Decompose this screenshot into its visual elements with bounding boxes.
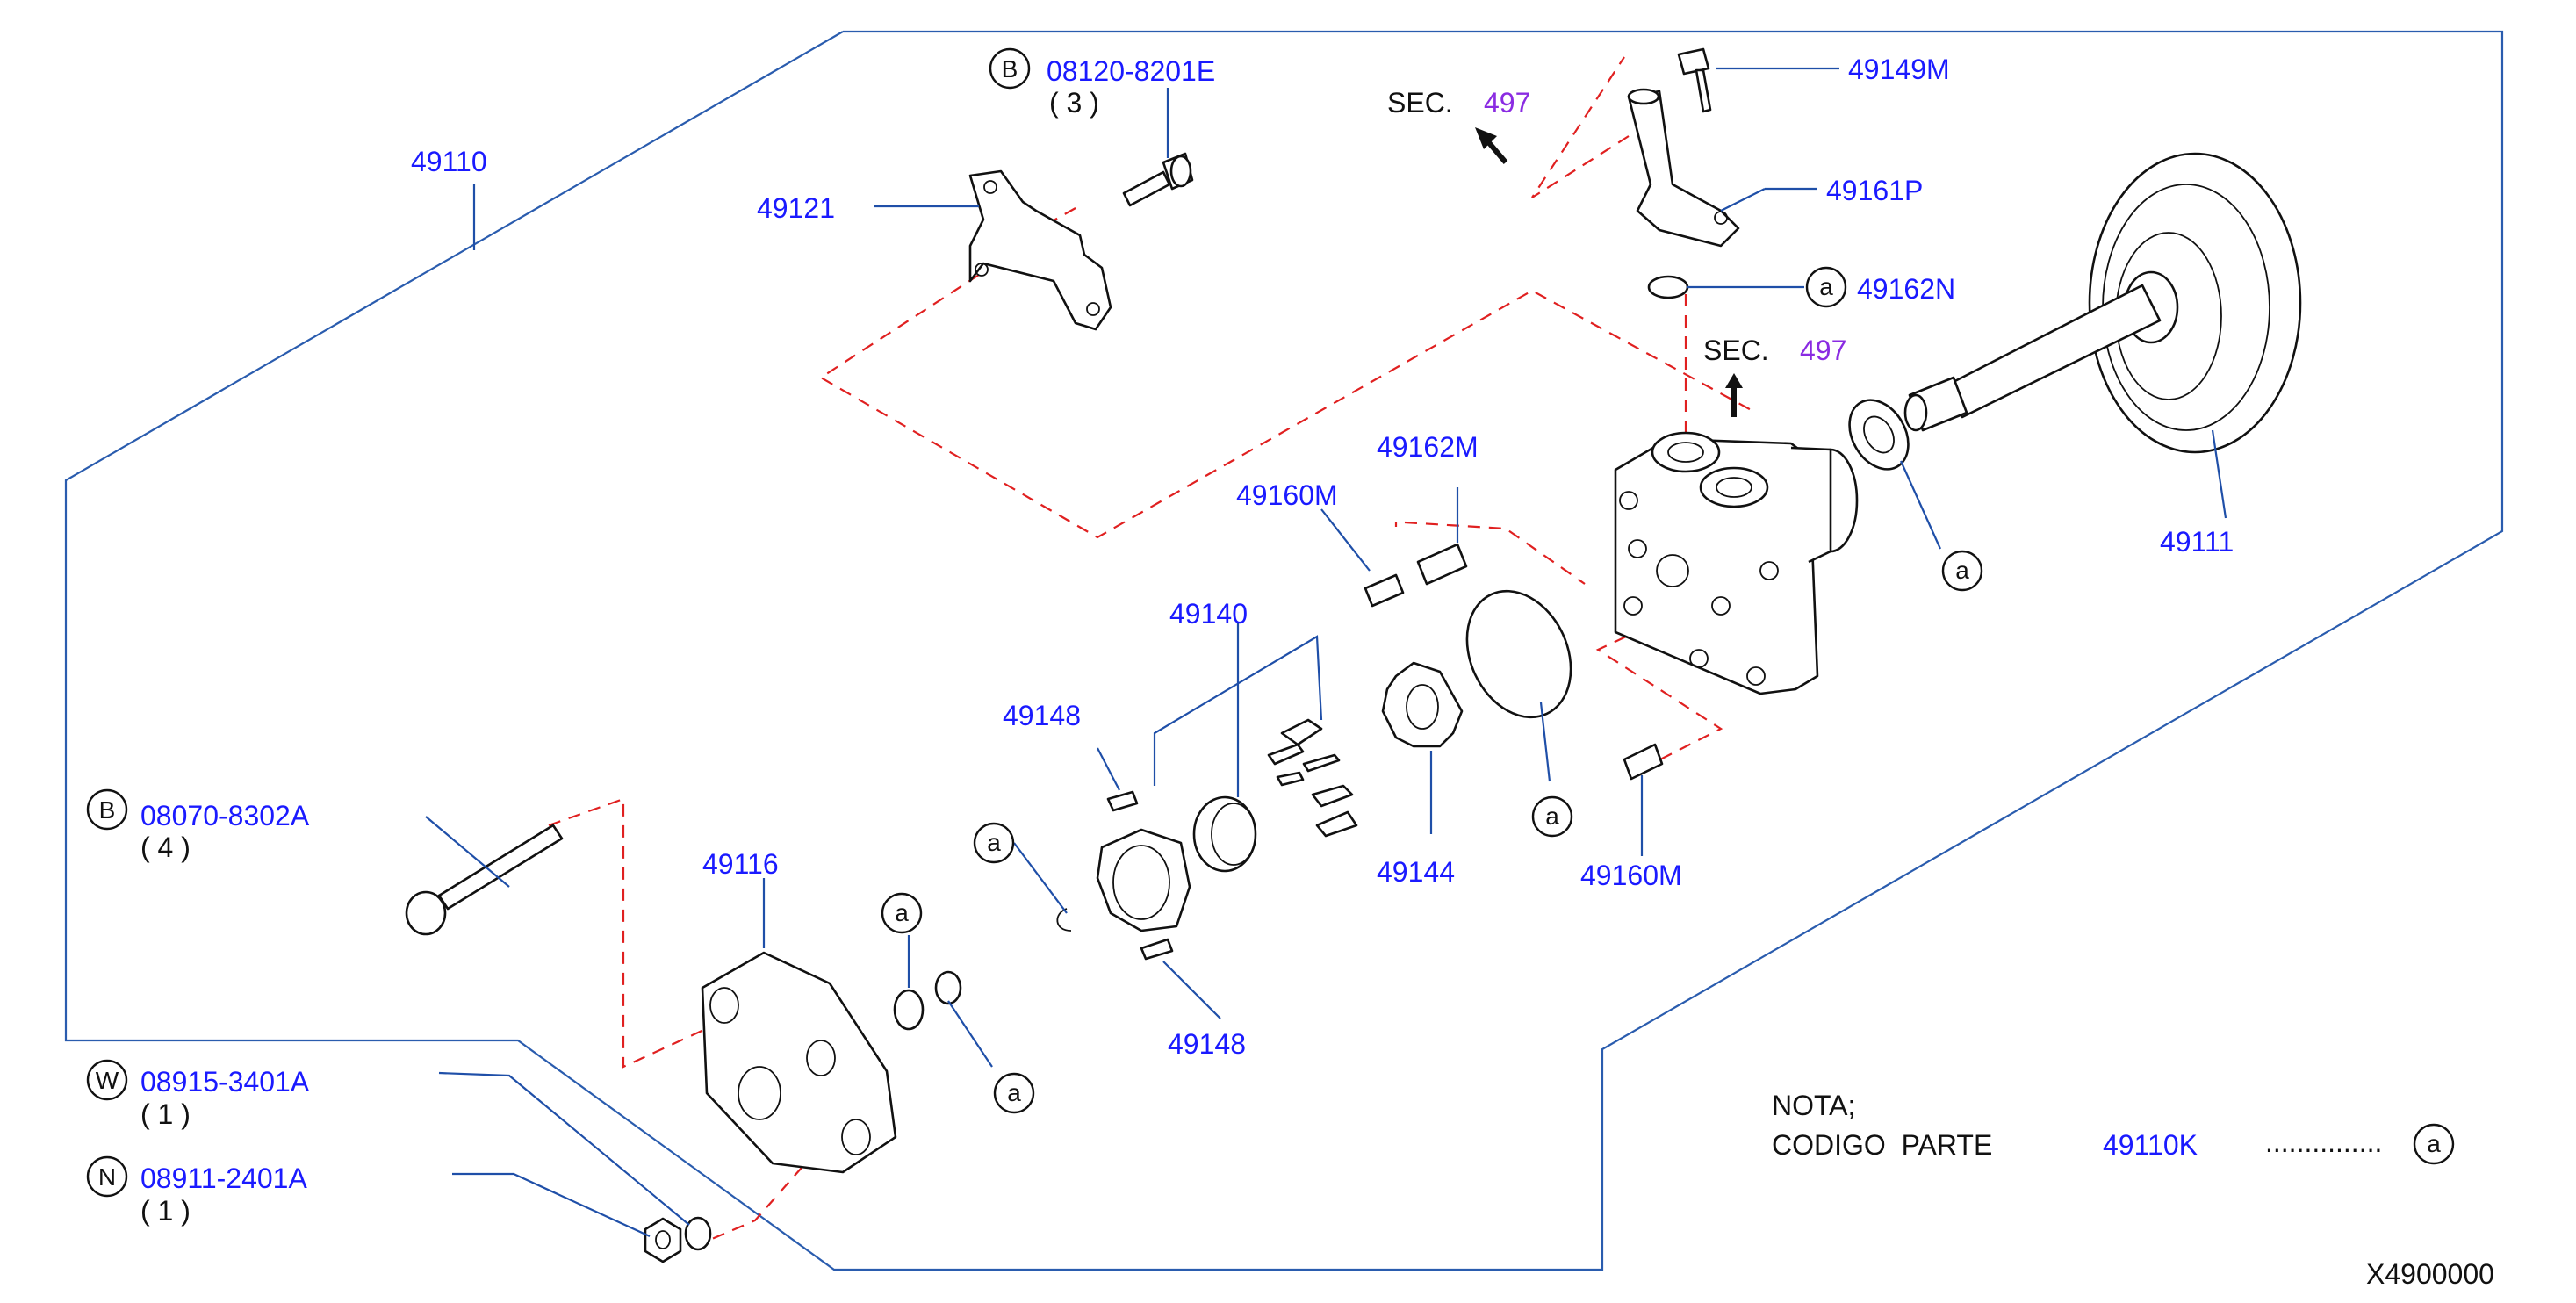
diagram-id: X4900000	[2366, 1258, 2494, 1290]
label-49121: 49121	[757, 192, 835, 224]
callout-a-markers	[881, 266, 2455, 1165]
label-49110: 49110	[411, 146, 487, 177]
cover-o-ring	[934, 970, 962, 1005]
label-49140: 49140	[1169, 598, 1248, 630]
label-49160m-top: 49160M	[1236, 479, 1338, 511]
label-sec-mid-num: 497	[1800, 335, 1846, 366]
label-sec-top-prefix: SEC.	[1387, 87, 1453, 119]
label-49148-bottom: 49148	[1168, 1028, 1246, 1060]
housing-gasket	[1465, 589, 1572, 719]
label-sec-top-num: 497	[1484, 87, 1530, 119]
nota-dots: ...............	[2265, 1127, 2382, 1158]
callout-a-2: a	[1955, 557, 1969, 584]
label-49144: 49144	[1377, 856, 1455, 888]
vanes	[1267, 718, 1358, 838]
callout-b-top: B	[1002, 55, 1018, 83]
relief-plug	[1623, 743, 1664, 781]
nota-part: 49110K	[2103, 1129, 2198, 1161]
label-49148-top: 49148	[1003, 700, 1081, 731]
label-sec-mid-prefix: SEC.	[1703, 335, 1769, 366]
suction-fitting	[1627, 88, 1740, 248]
cover-seal	[893, 989, 925, 1031]
callout-a-3: a	[1545, 803, 1559, 830]
bracket	[968, 169, 1112, 331]
label-nut-code: 08911-2401A	[140, 1163, 307, 1194]
nota-title: NOTA;	[1772, 1090, 1855, 1121]
callout-a-5: a	[895, 899, 909, 926]
callout-a-nota: a	[2427, 1130, 2441, 1157]
shaft-seal	[1848, 399, 1910, 471]
label-49116: 49116	[702, 848, 779, 880]
leader-lines	[425, 67, 2227, 1238]
label-49111: 49111	[2160, 526, 2234, 558]
cam-ring	[1096, 828, 1191, 932]
rear-cover	[701, 951, 897, 1174]
callout-letter-markers	[86, 47, 1031, 1198]
fitting-bolt	[1677, 47, 1712, 113]
rotor	[1381, 661, 1464, 748]
callout-b-bottom: B	[99, 796, 116, 824]
pump-housing	[1614, 431, 1859, 695]
o-ring-49162n	[1647, 275, 1689, 299]
callout-a-1: a	[1819, 273, 1833, 300]
pin-bottom	[1140, 938, 1174, 961]
sec-arrow-mid	[1725, 373, 1743, 417]
callout-a-4: a	[987, 829, 1001, 856]
side-rotor	[1192, 795, 1257, 873]
label-bolt-b1-code: 08120-8201E	[1047, 55, 1215, 87]
sec-arrow-top	[1475, 127, 1508, 164]
label-49161p: 49161P	[1826, 175, 1923, 206]
assembly-frame	[64, 30, 2504, 1271]
label-49162m: 49162M	[1377, 431, 1479, 463]
nota-line: CODIGO PARTE	[1772, 1129, 1992, 1161]
label-washer-code: 08915-3401A	[140, 1066, 310, 1098]
bracket-bolt	[1122, 152, 1194, 207]
snap-ring	[1056, 908, 1072, 932]
long-bolt	[405, 824, 564, 936]
label-49149m: 49149M	[1848, 54, 1950, 85]
label-washer-qty: ( 1 )	[140, 1098, 191, 1130]
callout-w: W	[96, 1067, 119, 1094]
flow-valve	[1364, 543, 1468, 608]
pin-top	[1106, 790, 1139, 812]
label-nut-qty: ( 1 )	[140, 1195, 191, 1227]
nut	[644, 1217, 682, 1263]
label-49162n: 49162N	[1857, 273, 1955, 305]
callout-a-6: a	[1007, 1079, 1021, 1106]
label-bolt-b2-qty: ( 4 )	[140, 831, 191, 863]
washer	[684, 1216, 712, 1251]
label-bolt-b2-code: 08070-8302A	[140, 800, 310, 831]
callout-n: N	[98, 1163, 116, 1191]
label-bolt-b1-qty: ( 3 )	[1049, 87, 1099, 119]
label-49160m-bottom: 49160M	[1580, 860, 1682, 891]
pulley-shaft	[1903, 152, 2302, 454]
